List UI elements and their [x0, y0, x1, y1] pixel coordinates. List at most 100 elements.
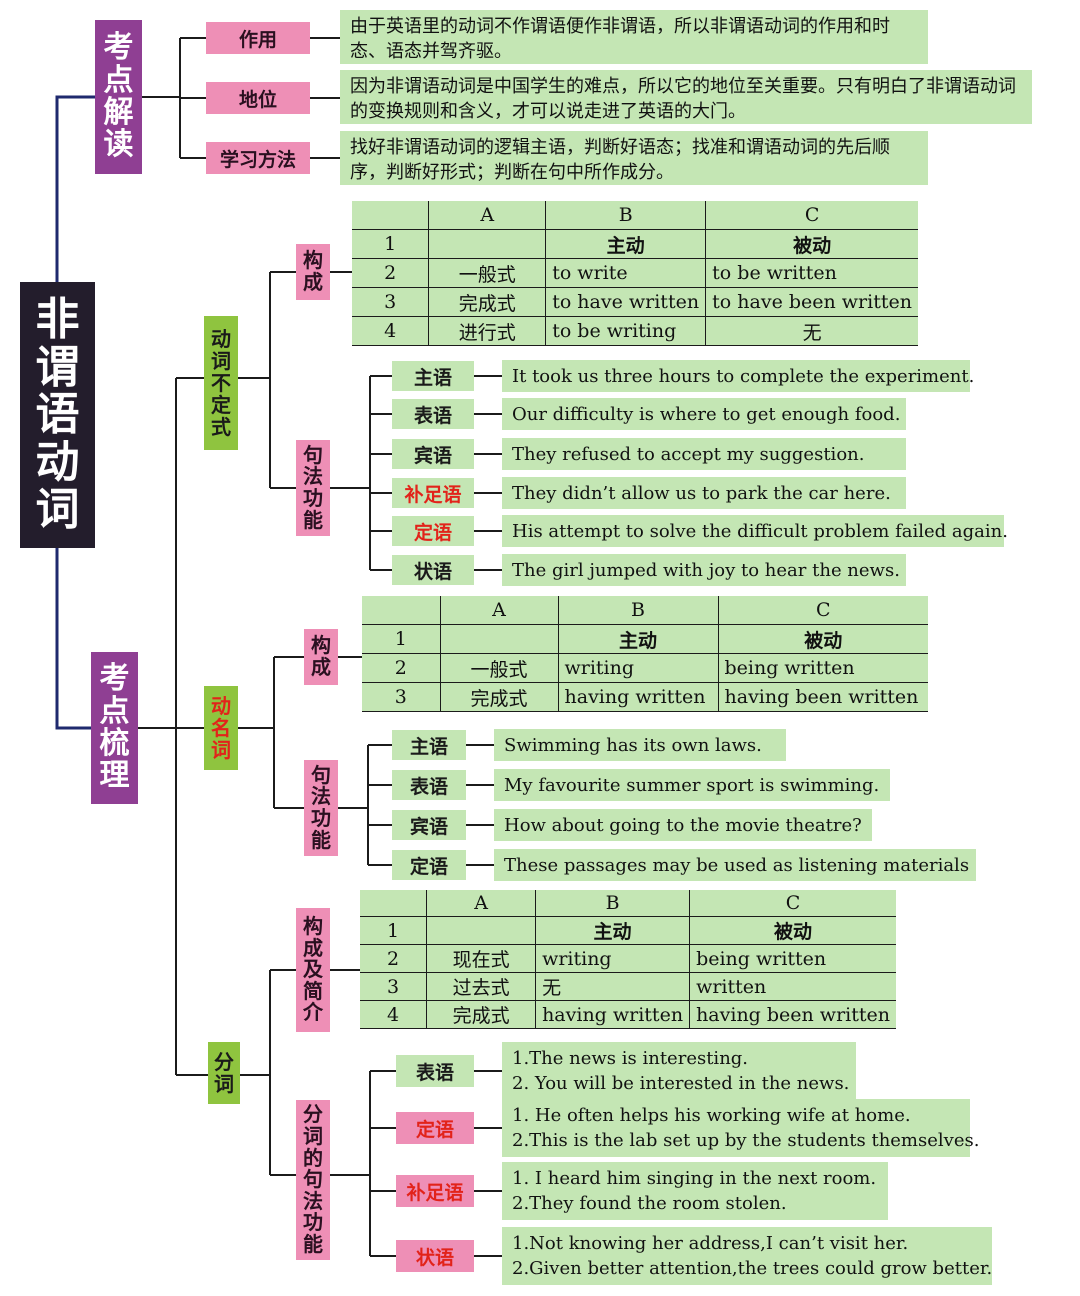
table-cell: 2: [352, 258, 429, 288]
table-cell: being written: [717, 653, 928, 683]
vertical-char: 理: [99, 758, 130, 794]
main-title: 非谓语动词: [20, 282, 95, 548]
table-cell: 被动: [705, 229, 918, 259]
vertical-char: 成: [303, 270, 323, 294]
table-cell: written: [689, 972, 896, 1001]
vertical-char: 及: [303, 957, 323, 982]
vertical-char: 动: [211, 327, 231, 351]
example-line: 2.They found the room stolen.: [512, 1193, 787, 1214]
function-label: 定语: [392, 516, 474, 546]
vertical-char: 功: [303, 1210, 323, 1235]
table-cell: 完成式: [439, 682, 558, 712]
vertical-char: 式: [211, 415, 231, 439]
section-title-interpretation: 考点解读: [95, 20, 142, 174]
section-title-review: 考点梳理: [91, 652, 138, 804]
function-label: 状语: [392, 555, 474, 585]
vertical-char: 读: [103, 127, 134, 163]
function-label: 主语: [392, 361, 474, 391]
vertical-char: 句: [311, 762, 331, 787]
vertical-char: 动: [211, 694, 231, 718]
table-header-cell: [352, 201, 429, 230]
example-line: 1.Not knowing her address,I can’t visit …: [512, 1233, 909, 1254]
table-row: 1 主动被动: [360, 916, 896, 945]
table-cell: [426, 916, 536, 945]
vertical-char: 非: [35, 294, 80, 346]
vertical-char: 句: [303, 442, 323, 467]
table-cell: to be written: [705, 258, 918, 288]
table-header-cell: C: [689, 890, 896, 917]
table-cell: 完成式: [428, 287, 546, 317]
example-sentences: 1. I heard him singing in the next room.…: [502, 1162, 888, 1220]
example-sentences: 1.The news is interesting.2. You will be…: [502, 1042, 856, 1100]
table-cell: 4: [352, 316, 429, 346]
vertical-char: 成: [311, 655, 331, 679]
table-header-cell: A: [439, 596, 558, 625]
table-cell: 主动: [535, 916, 690, 945]
infinitive-form-label: 构成: [296, 244, 330, 300]
vertical-char: 的: [303, 1145, 323, 1170]
vertical-char: 语: [35, 389, 80, 441]
function-label: 补足语: [396, 1175, 474, 1207]
example-line: 2.This is the lab set up by the students…: [512, 1130, 980, 1151]
table-cell: 无: [705, 316, 918, 346]
example-sentence: Our difficulty is where to get enough fo…: [502, 398, 906, 430]
table-cell: 1: [360, 916, 427, 945]
top-text-role: 由于英语里的动词不作谓语便作非谓语，所以非谓语动词的作用和时态、语态并驾齐驱。: [340, 10, 928, 64]
vertical-char: 名: [211, 716, 231, 740]
participle-function-label: 分词的句法功能: [296, 1100, 330, 1260]
table-cell: 被动: [689, 916, 896, 945]
gerund-form-label: 构成: [304, 629, 338, 685]
vertical-char: 能: [303, 1231, 323, 1256]
example-sentence: The girl jumped with joy to hear the new…: [502, 554, 906, 586]
vertical-char: 构: [311, 633, 331, 658]
top-text-status: 因为非谓语动词是中国学生的难点，所以它的地位至关重要。只有明白了非谓语动词的变换…: [340, 70, 1032, 124]
vertical-char: 成: [303, 935, 323, 960]
vertical-char: 点: [103, 62, 134, 98]
infinitive-function-label: 句法功能: [296, 440, 330, 536]
example-sentence: Swimming has its own laws.: [494, 729, 786, 761]
example-sentences: 1. He often helps his working wife at ho…: [502, 1099, 980, 1157]
function-label: 定语: [396, 1112, 474, 1144]
table-cell: to have been written: [705, 287, 918, 317]
vertical-char: 法: [303, 1188, 323, 1213]
table-header-cell: A: [426, 890, 536, 917]
vertical-char: 词: [35, 484, 80, 536]
category-participle: 分词: [208, 1042, 240, 1104]
vertical-char: 考: [103, 30, 134, 66]
table-cell: having written: [535, 1000, 690, 1029]
function-label: 定语: [392, 850, 466, 880]
table-header-cell: [362, 596, 440, 625]
example-sentence: It took us three hours to complete the e…: [502, 360, 974, 392]
vertical-char: 介: [303, 1000, 323, 1025]
vertical-char: 分: [303, 1102, 323, 1127]
vertical-char: 词: [303, 1124, 323, 1149]
example-sentence: My favourite summer sport is swimming.: [494, 769, 890, 801]
top-label-status: 地位: [206, 82, 310, 114]
table-header-cell: B: [557, 596, 718, 625]
function-label: 表语: [392, 399, 474, 429]
category-gerund: 动名词: [204, 686, 238, 770]
vertical-char: 定: [211, 393, 231, 417]
table-cell: [428, 229, 546, 259]
table-cell: 主动: [557, 624, 718, 654]
vertical-char: 谓: [35, 341, 80, 393]
table-cell: 2: [362, 653, 440, 683]
table-header-cell: C: [717, 596, 928, 625]
vertical-char: 能: [303, 507, 323, 532]
table-cell: 4: [360, 1000, 427, 1029]
function-label: 状语: [396, 1240, 474, 1272]
function-label: 宾语: [392, 810, 466, 840]
table-cell: 被动: [717, 624, 928, 654]
gerund-function-label: 句法功能: [304, 760, 338, 856]
function-label: 表语: [396, 1055, 474, 1087]
table-cell: 2: [360, 944, 427, 973]
table-cell: having written: [557, 682, 718, 712]
table-cell: 一般式: [428, 258, 546, 288]
